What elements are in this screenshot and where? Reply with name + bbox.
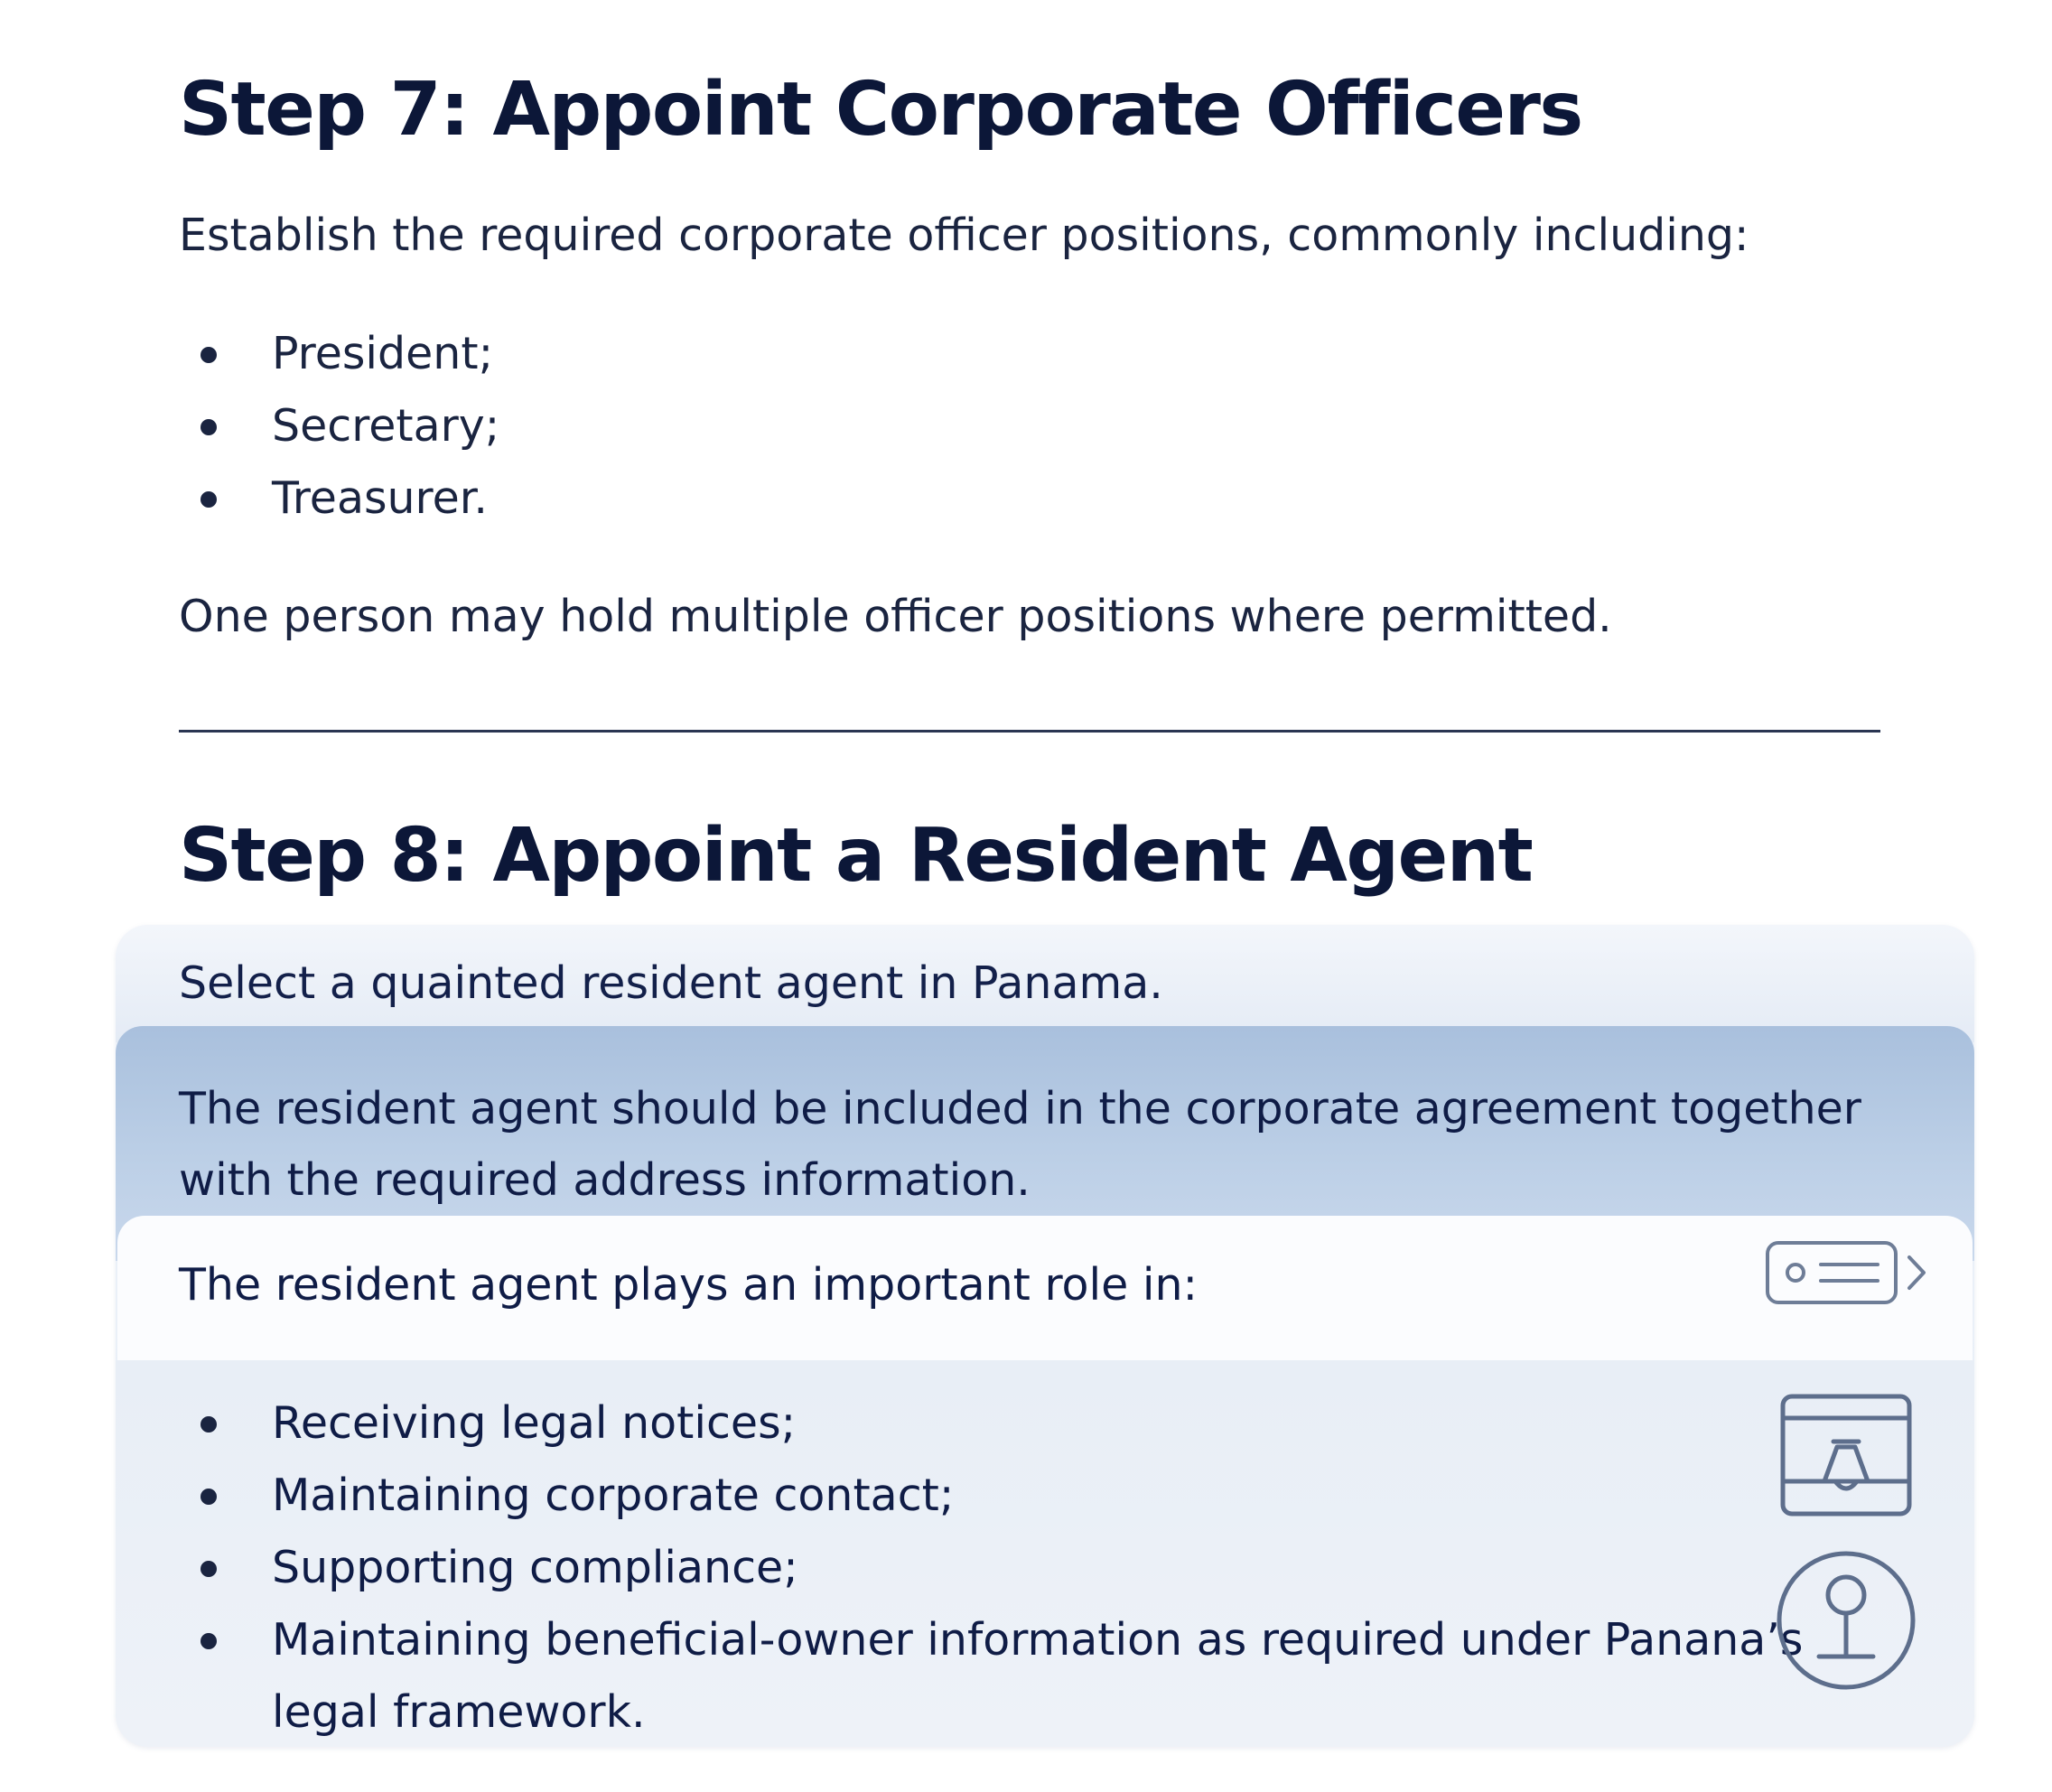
step8-heading: Step 8: Appoint a Resident Agent — [179, 813, 1534, 899]
select-agent-text: Select a quainted resident agent in Pana… — [179, 957, 1163, 1009]
list-item: Receiving legal notices; — [179, 1387, 1803, 1460]
notice-bell-icon — [1780, 1394, 1912, 1517]
list-item-text: Supporting compliance; — [272, 1542, 798, 1593]
step7-heading: Step 7: Appoint Corporate Officers — [179, 67, 1583, 153]
section-divider — [179, 730, 1880, 733]
list-item: Secretary; — [179, 390, 499, 462]
list-item-text: President; — [272, 328, 494, 379]
list-item: Maintaining corporate contact; — [179, 1460, 1803, 1532]
list-item-text: Receiving legal notices; — [272, 1397, 797, 1449]
toggle-arrow-icon — [1766, 1241, 1926, 1304]
officer-list: President; Secretary; Treasurer. — [179, 318, 499, 535]
agreement-line: with the required address information. — [179, 1154, 1031, 1206]
roles-list: Receiving legal notices; Maintaining cor… — [179, 1387, 1803, 1747]
bullet-icon — [201, 491, 217, 508]
list-item: Treasurer. — [179, 462, 499, 535]
bullet-icon — [201, 419, 217, 435]
location-pin-icon — [1777, 1551, 1916, 1690]
step7-intro-text: Establish the required corporate officer… — [179, 210, 1749, 261]
list-item: Maintaining beneficial-owner information… — [179, 1604, 1803, 1676]
agreement-line: The resident agent should be included in… — [179, 1083, 1861, 1134]
role-intro-text: The resident agent plays an important ro… — [179, 1259, 1199, 1311]
list-item-text: Secretary; — [272, 400, 500, 452]
list-item: President; — [179, 318, 499, 390]
bullet-icon — [201, 1561, 217, 1577]
roles-band — [116, 1360, 1974, 1747]
list-item: Supporting compliance; — [179, 1532, 1803, 1604]
select-agent-band: Select a quainted resident agent in Pana… — [116, 925, 1974, 1042]
step7-note-text: One person may hold multiple officer pos… — [179, 591, 1612, 642]
list-item: legal framework. — [179, 1676, 1803, 1747]
resident-agent-panel: Select a quainted resident agent in Pana… — [116, 925, 1974, 1747]
list-item-text: Treasurer. — [272, 472, 488, 524]
list-item-text: legal framework. — [272, 1686, 646, 1738]
role-intro-band: The resident agent plays an important ro… — [117, 1216, 1973, 1360]
bullet-icon — [201, 347, 217, 363]
bullet-icon — [201, 1633, 217, 1649]
agreement-text: The resident agent should be included in… — [179, 1073, 1895, 1216]
list-item-text: Maintaining beneficial-owner information… — [272, 1614, 1804, 1666]
bullet-icon — [201, 1416, 217, 1433]
bullet-icon — [201, 1489, 217, 1505]
list-item-text: Maintaining corporate contact; — [272, 1470, 955, 1521]
